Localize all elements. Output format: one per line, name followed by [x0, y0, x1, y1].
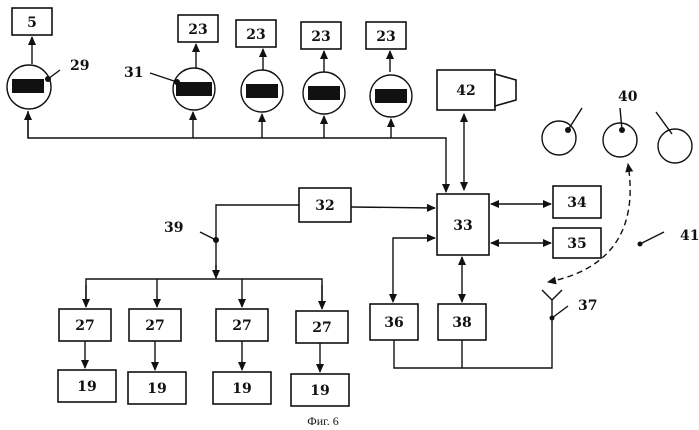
- label-39: 39: [164, 220, 183, 236]
- sensor-2: [241, 70, 283, 112]
- sensor-4: [370, 75, 412, 117]
- label-41: 41: [680, 228, 699, 244]
- block-label: 19: [310, 383, 329, 399]
- block-label: 23: [311, 29, 330, 45]
- block-34: 34: [553, 186, 601, 218]
- block-23-2: 23: [236, 20, 276, 47]
- label-29: 29: [70, 58, 89, 74]
- block-27-3: 27: [216, 309, 268, 341]
- block-label: 34: [567, 195, 587, 211]
- block-32: 32: [299, 188, 351, 222]
- sensor-29: [7, 65, 60, 109]
- block-label: 27: [312, 320, 331, 336]
- block-5: 5: [12, 8, 52, 35]
- sensor-3: [303, 72, 345, 114]
- block-27-2: 27: [129, 309, 181, 341]
- block-23-1: 23: [178, 15, 218, 42]
- block-label: 19: [77, 379, 96, 395]
- wireless-sensor-3: [656, 112, 692, 163]
- block-36: 36: [370, 304, 418, 340]
- block-19-2: 19: [128, 372, 186, 404]
- block-23-3: 23: [301, 22, 341, 49]
- block-label: 23: [376, 29, 395, 45]
- wireless-sensor-1: [542, 108, 582, 155]
- figure-caption: Фиг. 6: [307, 414, 338, 428]
- block-label: 33: [453, 218, 472, 234]
- block-38: 38: [438, 304, 486, 340]
- label-37: 37: [578, 298, 597, 314]
- block-label: 27: [232, 318, 251, 334]
- block-label: 32: [315, 198, 334, 214]
- block-label: 27: [75, 318, 94, 334]
- block-label: 5: [27, 15, 37, 31]
- block-33: 33: [437, 194, 489, 255]
- block-label: 42: [456, 83, 475, 99]
- block-19-1: 19: [58, 370, 116, 402]
- label-31: 31: [124, 65, 143, 81]
- block-27-4: 27: [296, 311, 348, 343]
- block-19-4: 19: [291, 374, 349, 406]
- block-label: 36: [384, 315, 403, 331]
- label-40: 40: [618, 89, 638, 105]
- block-42: 42: [437, 70, 516, 110]
- sensor-31: [150, 68, 215, 110]
- block-label: 19: [232, 381, 251, 397]
- wireless-sensor-2: [603, 108, 637, 157]
- block-19-3: 19: [213, 372, 271, 404]
- block-23-4: 23: [366, 22, 406, 49]
- block-label: 23: [188, 22, 207, 38]
- block-label: 38: [452, 315, 471, 331]
- block-35: 35: [553, 228, 601, 258]
- block-27-1: 27: [59, 309, 111, 341]
- block-label: 27: [145, 318, 164, 334]
- antenna-37: [542, 290, 568, 321]
- block-label: 23: [246, 27, 265, 43]
- block-label: 35: [567, 236, 586, 252]
- block-label: 19: [147, 381, 166, 397]
